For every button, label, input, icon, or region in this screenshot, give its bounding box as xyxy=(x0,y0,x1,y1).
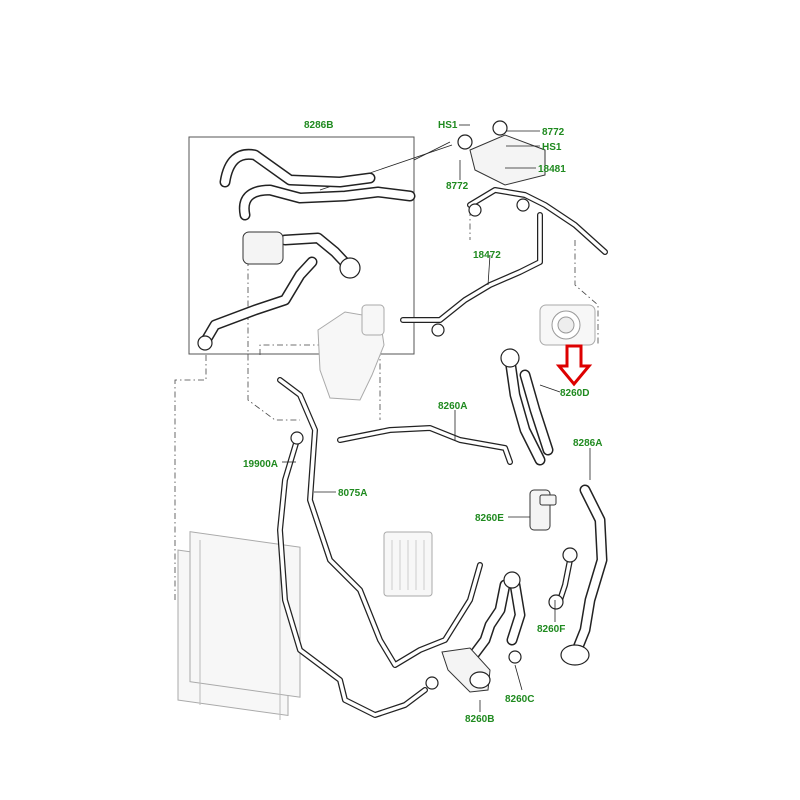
label-8260b: 8260B xyxy=(465,714,494,725)
radiator-outline xyxy=(177,531,301,720)
hose-8286a xyxy=(560,484,608,666)
label-leaders xyxy=(282,124,591,712)
label-8260c: 8260C xyxy=(505,694,534,705)
label-8260f: 8260F xyxy=(537,624,565,635)
egr-housing xyxy=(317,304,385,401)
label-hs1-right: HS1 xyxy=(542,142,562,153)
hose-8260f xyxy=(548,547,578,610)
label-8260a: 8260A xyxy=(438,401,467,412)
bracket-18481 xyxy=(457,120,546,186)
oil-cooler xyxy=(383,531,433,597)
hose-8075a xyxy=(277,377,483,668)
inset-hoses-8286b xyxy=(197,148,416,351)
hose-8260a xyxy=(337,425,513,465)
label-8075a: 8075A xyxy=(338,488,367,499)
label-8260d: 8260D xyxy=(560,388,589,399)
thermostat-housing-8260b xyxy=(441,647,491,693)
label-8286b: 8286B xyxy=(304,120,333,131)
hose-8260d xyxy=(500,348,554,466)
label-8260e: 8260E xyxy=(475,513,504,524)
label-18472: 18472 xyxy=(473,250,501,261)
label-8772-top: 8772 xyxy=(542,127,565,138)
tee-8260e xyxy=(529,489,557,531)
down-arrow-outline-icon xyxy=(555,344,593,387)
hose-8260c xyxy=(464,571,526,666)
hose-18472 xyxy=(400,187,608,337)
label-hs1-top: HS1 xyxy=(438,120,458,131)
throttle-body xyxy=(539,304,596,346)
label-8286a: 8286A xyxy=(573,438,602,449)
hose-19900a xyxy=(277,431,439,718)
label-8772-left: 8772 xyxy=(446,181,469,192)
label-19900a: 19900A xyxy=(243,459,278,470)
label-18481: 18481 xyxy=(538,164,566,175)
